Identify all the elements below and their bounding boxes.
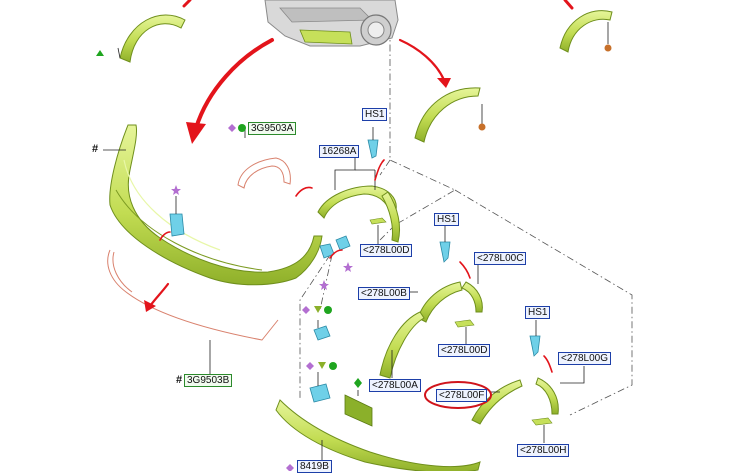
part-label-3G9503A[interactable]: 3G9503A	[248, 122, 297, 135]
wheel-arch-mid-right	[414, 87, 486, 143]
front-bumper-spoiler	[103, 124, 323, 286]
part-label-278L00B[interactable]: <278L00B	[358, 287, 410, 300]
part-label-278L00C[interactable]: <278L00C	[474, 252, 527, 265]
splash-shields	[107, 157, 291, 376]
hexagon-marker-icon	[354, 378, 362, 388]
part-label-278L00H[interactable]: <278L00H	[517, 444, 570, 457]
hash-label-bottom: #	[176, 374, 183, 386]
triangle-marker-icon	[314, 306, 322, 313]
hs1-screw-icon	[367, 139, 379, 159]
push-pin-icon	[313, 325, 331, 341]
wheel-arch-top-left	[96, 14, 186, 63]
wheel-arch-278L00F	[471, 366, 585, 443]
part-label-hs1-right[interactable]: HS1	[525, 306, 551, 319]
hexagon-marker-icon	[238, 124, 246, 132]
part-label-8419B[interactable]: 8419B	[297, 460, 332, 473]
part-label-278L00A[interactable]: <278L00A	[369, 379, 421, 392]
diamond-marker-icon	[228, 124, 236, 132]
vehicle-illustration	[264, 0, 399, 47]
hs1-screw-icon	[439, 241, 451, 263]
wheel-liner-278L00A	[379, 311, 425, 379]
hardware-leaders	[175, 127, 537, 462]
circle-marker-icon	[604, 44, 612, 52]
markers	[171, 124, 353, 471]
assembly-arrows	[144, 0, 574, 373]
part-label-278L00G[interactable]: <278L00G	[558, 352, 611, 365]
part-label-16268A[interactable]: 16268A	[319, 145, 360, 158]
hardware-clips	[169, 139, 541, 403]
part-label-278L00F[interactable]: <278L00F	[436, 389, 488, 402]
diamond-marker-icon	[302, 306, 310, 314]
triangle-marker-icon	[96, 50, 104, 56]
hs1-screw-icon	[529, 335, 541, 357]
star-marker-icon	[319, 280, 329, 290]
wheel-arch-16268A	[317, 157, 401, 244]
clip-icon	[335, 235, 351, 251]
clip-icon	[169, 213, 185, 237]
hexagon-marker-icon	[324, 306, 332, 314]
guide-lines	[299, 30, 633, 416]
part-label-hs1-top[interactable]: HS1	[362, 108, 388, 121]
push-pin-icon	[309, 383, 331, 403]
wheel-arch-278L00B	[410, 262, 483, 346]
star-marker-icon	[343, 262, 353, 272]
triangle-marker-icon	[318, 362, 326, 369]
part-label-278L00D-upper[interactable]: <278L00D	[360, 244, 413, 257]
wheel-arch-top-right	[559, 10, 613, 53]
circle-marker-icon	[478, 123, 486, 131]
diamond-marker-icon	[286, 464, 294, 471]
hash-label-left: #	[92, 143, 99, 155]
highlight-ellipse	[424, 381, 492, 409]
lower-bumper-lip	[275, 378, 481, 471]
diamond-marker-icon	[306, 362, 314, 370]
part-label-278L00D-lower[interactable]: <278L00D	[438, 344, 491, 357]
part-label-3G9503B[interactable]: 3G9503B	[184, 374, 233, 387]
hexagon-marker-icon	[329, 362, 337, 370]
star-marker-icon	[171, 185, 181, 195]
part-label-hs1-mid[interactable]: HS1	[434, 213, 460, 226]
